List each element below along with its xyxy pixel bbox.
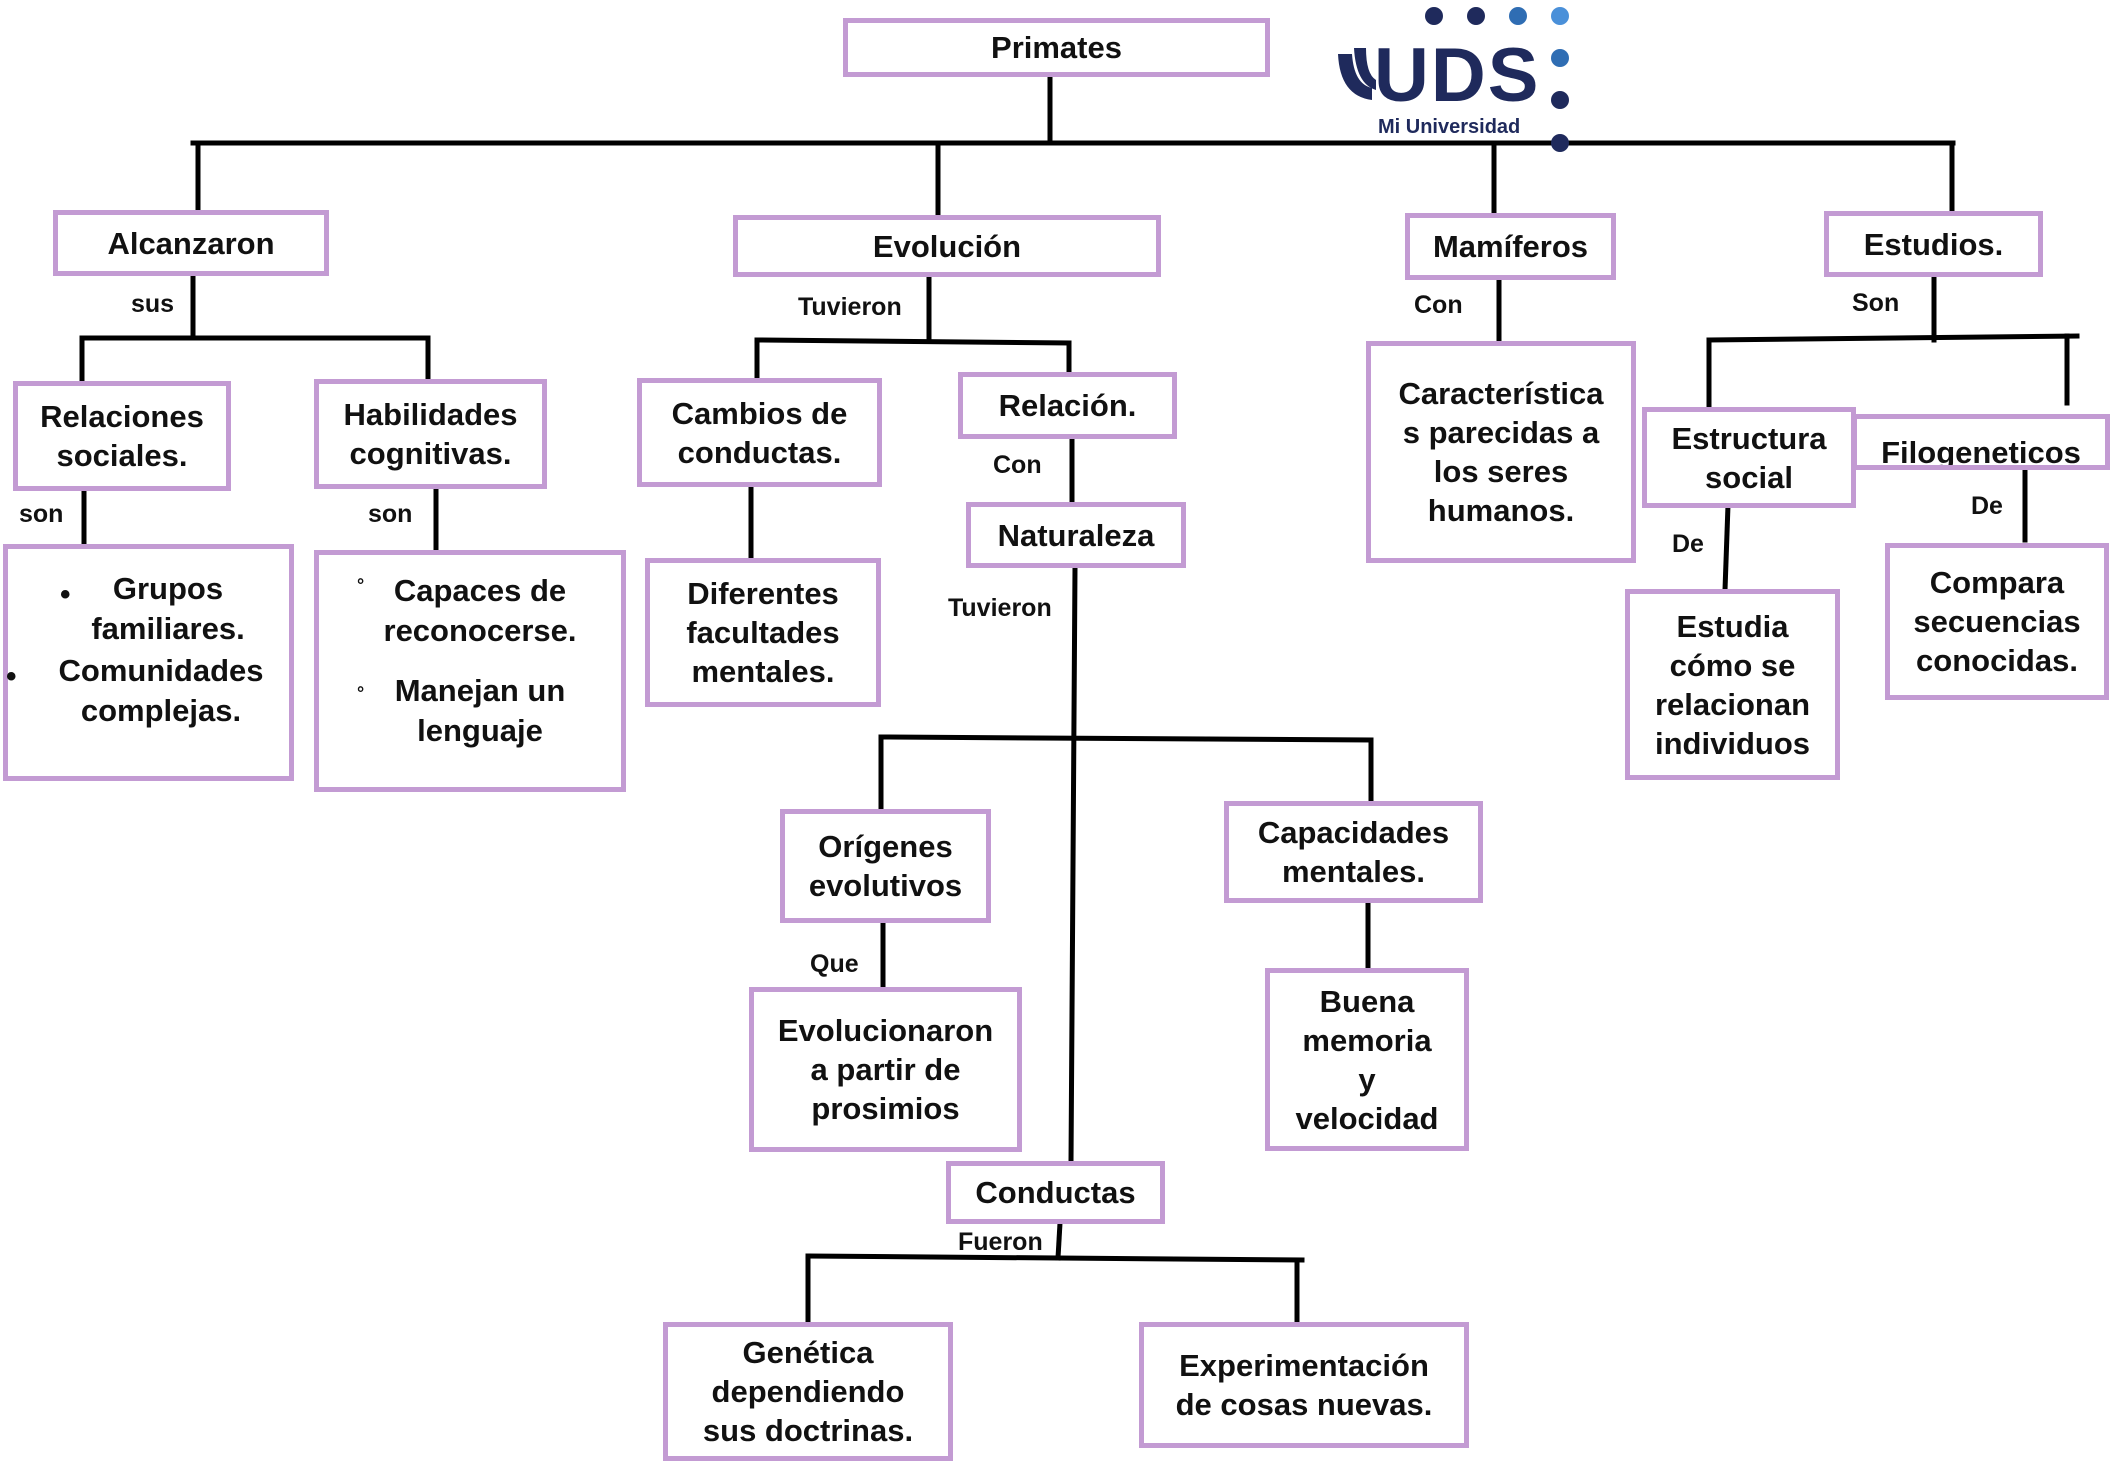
- label-tuvieron: Tuvieron: [948, 594, 1052, 622]
- logo-dot: [1551, 7, 1569, 25]
- node-filogeneticos-label: Filogeneticos: [1881, 435, 2081, 470]
- logo-dot: [1509, 7, 1527, 25]
- node-relacion: Relación.: [958, 372, 1177, 439]
- connector: [1722, 502, 1731, 593]
- label-de: De: [1971, 492, 2003, 520]
- label-que: Que: [810, 950, 859, 978]
- logo-swoosh: [1338, 54, 1372, 100]
- node-origenes-evolutivos: Orígenes evolutivos: [780, 809, 991, 923]
- habilidades-item: Manejan un lenguaje: [394, 673, 566, 748]
- relaciones-item: Comunidades complejas.: [58, 653, 264, 728]
- node-alcanzaron: Alcanzaron: [53, 210, 329, 276]
- logo-dot: [1551, 91, 1569, 109]
- connector: [754, 337, 1072, 346]
- node-mamiferos: Mamíferos: [1405, 213, 1616, 280]
- logo-dots: [1338, 7, 1569, 152]
- node-primates: Primates: [843, 18, 1270, 77]
- label-de: De: [1672, 530, 1704, 558]
- connector: [805, 1253, 1305, 1263]
- node-estructura-social: Estructura social: [1642, 407, 1856, 508]
- habilidades-items: ° Capaces de reconocerse. ° Manejan un l…: [319, 555, 621, 787]
- node-evolucionaron: Evolucionaron a partir de prosimios: [749, 987, 1022, 1152]
- node-relaciones-list: • Grupos familiares. • Comunidades compl…: [3, 544, 294, 781]
- uds-logo: UDS Mi Universidad: [1330, 4, 1590, 154]
- node-cambios-de-conductas: Cambios de conductas.: [637, 378, 882, 487]
- node-conductas: Conductas: [946, 1161, 1165, 1224]
- node-capacidades-mentales: Capacidades mentales.: [1224, 801, 1483, 903]
- connector: [1706, 333, 2080, 343]
- bullet-icon: •: [6, 660, 17, 693]
- logo-dot: [1467, 7, 1485, 25]
- node-estudia: Estudia cómo se relacionan individuos: [1625, 589, 1840, 780]
- label-son: Son: [1852, 289, 1900, 317]
- label-tuvieron: Tuvieron: [798, 293, 902, 321]
- node-caracteristicas: Característica s parecidas a los seres h…: [1366, 341, 1636, 563]
- label-sus: sus: [131, 290, 175, 318]
- node-naturaleza: Naturaleza: [966, 502, 1186, 568]
- bullet-icon: •: [60, 578, 71, 611]
- node-genetica: Genética dependiendo sus doctrinas.: [663, 1322, 953, 1461]
- node-habilidades-list: ° Capaces de reconocerse. ° Manejan un l…: [314, 550, 626, 792]
- logo-dot: [1551, 49, 1569, 67]
- relaciones-items: • Grupos familiares. • Comunidades compl…: [6, 549, 289, 776]
- relaciones-item: Grupos familiares.: [91, 571, 245, 646]
- label-fueron: Fueron: [958, 1228, 1043, 1256]
- node-filogeneticos: Filogeneticos: [1852, 414, 2110, 470]
- node-experimentacion: Experimentación de cosas nuevas.: [1139, 1322, 1469, 1448]
- connector: [1055, 1220, 1063, 1261]
- habilidades-item: Capaces de reconocerse.: [383, 573, 577, 648]
- logo-wordmark: UDS: [1374, 33, 1541, 118]
- logo-dot: [1425, 7, 1443, 25]
- label-son: son: [19, 500, 64, 528]
- node-relaciones-sociales: Relaciones sociales.: [13, 381, 231, 491]
- label-son: son: [368, 500, 413, 528]
- node-estudios: Estudios.: [1824, 211, 2043, 277]
- label-con: Con: [993, 451, 1042, 479]
- logo-swoosh: [1354, 48, 1376, 90]
- node-diferentes-facultades: Diferentes facultades mentales.: [645, 558, 881, 707]
- node-buena-memoria: Buena memoria y velocidad: [1265, 968, 1469, 1151]
- node-habilidades-cognitivas: Habilidades cognitivas.: [314, 379, 547, 489]
- node-evolucion: Evolución: [733, 215, 1161, 277]
- connector: [1068, 565, 1078, 1165]
- node-compara: Compara secuencias conocidas.: [1885, 543, 2109, 700]
- circle-bullet-icon: °: [357, 575, 365, 595]
- logo-dot: [1551, 134, 1569, 152]
- connector: [878, 734, 1374, 743]
- label-con: Con: [1414, 291, 1463, 319]
- circle-bullet-icon: °: [357, 683, 365, 703]
- logo-tagline: Mi Universidad: [1378, 116, 1521, 138]
